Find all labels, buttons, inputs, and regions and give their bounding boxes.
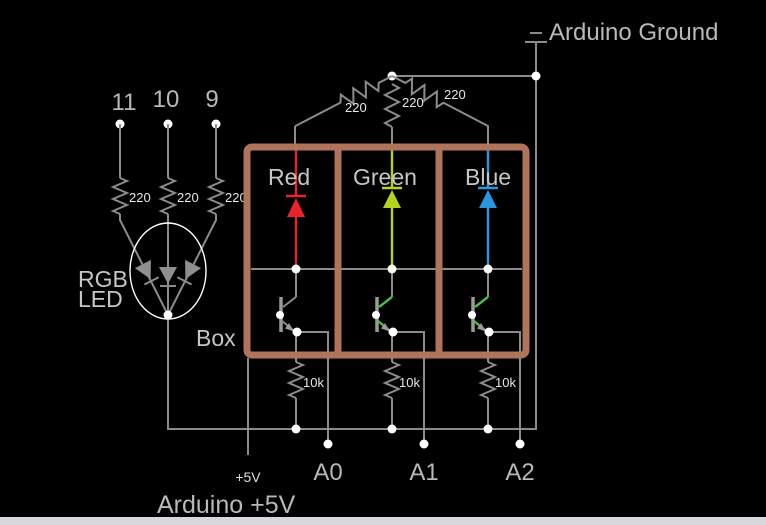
resistor-value-label: 220 [444,87,466,102]
resistor-220-pin9 [206,177,226,215]
resistor-value-label: 220 [129,190,151,205]
rgb-led-label: LED [78,286,123,312]
rgb-diode-left [134,259,160,286]
pin-9-label: 9 [205,86,218,113]
arduino-5v-label: Arduino +5V [157,491,296,519]
pin-11-label: 11 [112,89,137,116]
analog-pin-a1-label: A1 [409,459,438,486]
transistor-blue-channel [468,264,525,449]
window-bottom-edge [0,517,766,525]
sensor-box [243,143,530,359]
led-green [382,150,402,269]
analog-pin-a2-label: A2 [505,459,534,486]
wire-rgb-right [167,214,217,316]
resistor-value-label: 220 [225,190,247,205]
wire-ground-net [167,43,537,430]
junction-dot [531,71,541,81]
box-label: Box [196,325,236,351]
resistor-value-label: 10k [495,375,516,390]
channel-label-red: Red [268,164,310,190]
rgb-led-symbol [119,214,217,320]
ground-icon [525,32,547,43]
resistor-value-label: 220 [345,100,367,115]
junction-dot [163,310,173,320]
resistor-value-label: 220 [177,190,199,205]
led-red [286,150,306,269]
resistor-220-pin11 [110,177,130,215]
wire-rgb-left [119,214,169,316]
led-blue [478,150,498,269]
resistor-value-label: 10k [303,375,324,390]
transistor-red-channel [276,264,333,449]
rgb-diode-right [176,259,202,286]
analog-pin-a0-label: A0 [313,459,342,486]
rgb-diode-middle [159,267,177,287]
pin-10-label: 10 [153,86,180,113]
channel-label-green: Green [353,164,417,190]
arduino-ground-label: Arduino Ground [549,19,718,46]
channel-label-blue: Blue [465,164,511,190]
resistor-220-green-top [382,83,402,128]
resistor-220-blue-top [391,75,490,128]
resistor-value-label: 220 [402,95,424,110]
rgb-led-label: RGB [78,266,128,292]
plus5v-label: +5V [235,469,261,485]
resistor-220-pin10 [158,177,178,215]
resistor-value-label: 10k [399,375,420,390]
resistor-220-red-top [294,75,393,128]
